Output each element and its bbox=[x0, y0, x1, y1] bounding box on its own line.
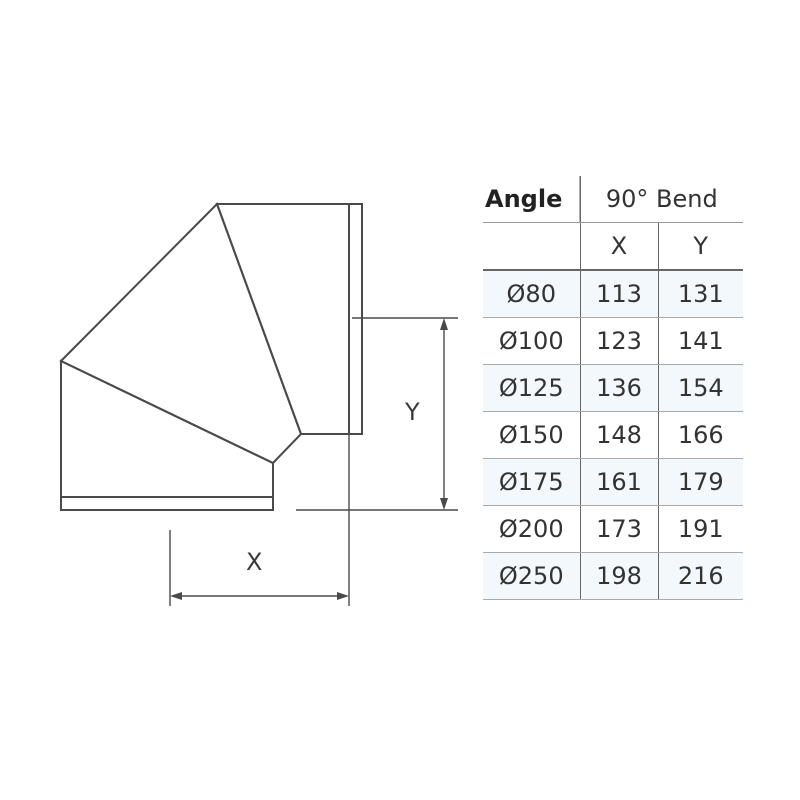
x-value-cell: 136 bbox=[579, 364, 658, 412]
dimension-table: Angle 90° Bend X Y Ø80 113 131 Ø100 123 … bbox=[483, 176, 743, 600]
x-arrow-left bbox=[170, 592, 182, 600]
table-row: Ø175 161 179 bbox=[483, 458, 743, 506]
x-value-cell: 161 bbox=[579, 458, 658, 506]
table-row: Ø100 123 141 bbox=[483, 317, 743, 365]
diameter-cell: Ø100 bbox=[483, 317, 580, 365]
diameter-cell: Ø250 bbox=[483, 552, 580, 600]
x-arrow-right bbox=[337, 592, 349, 600]
y-value-cell: 131 bbox=[657, 270, 743, 318]
table-row: Ø250 198 216 bbox=[483, 552, 743, 600]
y-arrow-bottom bbox=[440, 498, 448, 510]
dimension-lines bbox=[169, 317, 458, 606]
x-value-cell: 123 bbox=[579, 317, 658, 365]
bend-outline bbox=[59, 202, 363, 511]
middle-segment bbox=[59, 202, 303, 465]
y-value-cell: 191 bbox=[657, 505, 743, 553]
angle-header: Angle bbox=[483, 176, 580, 223]
y-value-cell: 179 bbox=[657, 458, 743, 506]
diameter-cell: Ø200 bbox=[483, 505, 580, 553]
y-value-cell: 216 bbox=[657, 552, 743, 600]
table-row: Ø80 113 131 bbox=[483, 270, 743, 318]
table-subheader-row: X Y bbox=[483, 222, 743, 271]
x-value-cell: 113 bbox=[579, 270, 658, 318]
bottom-flange bbox=[60, 359, 274, 511]
bend-group-header: 90° Bend bbox=[579, 176, 743, 223]
table-row: Ø125 136 154 bbox=[483, 364, 743, 412]
x-value-cell: 173 bbox=[579, 505, 658, 553]
subheader-empty-cell bbox=[483, 222, 580, 271]
x-column-header: X bbox=[579, 222, 658, 271]
table-header-row: Angle 90° Bend bbox=[483, 176, 743, 223]
diameter-cell: Ø80 bbox=[483, 270, 580, 318]
x-value-cell: 198 bbox=[579, 552, 658, 600]
y-arrow-top bbox=[440, 318, 448, 330]
table-row: Ø150 148 166 bbox=[483, 411, 743, 459]
diameter-cell: Ø125 bbox=[483, 364, 580, 412]
y-value-cell: 166 bbox=[657, 411, 743, 459]
top-flange bbox=[215, 203, 363, 435]
diameter-cell: Ø175 bbox=[483, 458, 580, 506]
x-value-cell: 148 bbox=[579, 411, 658, 459]
x-dimension-label: X bbox=[246, 548, 262, 576]
y-dimension-label: Y bbox=[404, 398, 420, 426]
diameter-cell: Ø150 bbox=[483, 411, 580, 459]
table-row: Ø200 173 191 bbox=[483, 505, 743, 553]
y-column-header: Y bbox=[657, 222, 743, 271]
y-value-cell: 154 bbox=[657, 364, 743, 412]
y-value-cell: 141 bbox=[657, 317, 743, 365]
